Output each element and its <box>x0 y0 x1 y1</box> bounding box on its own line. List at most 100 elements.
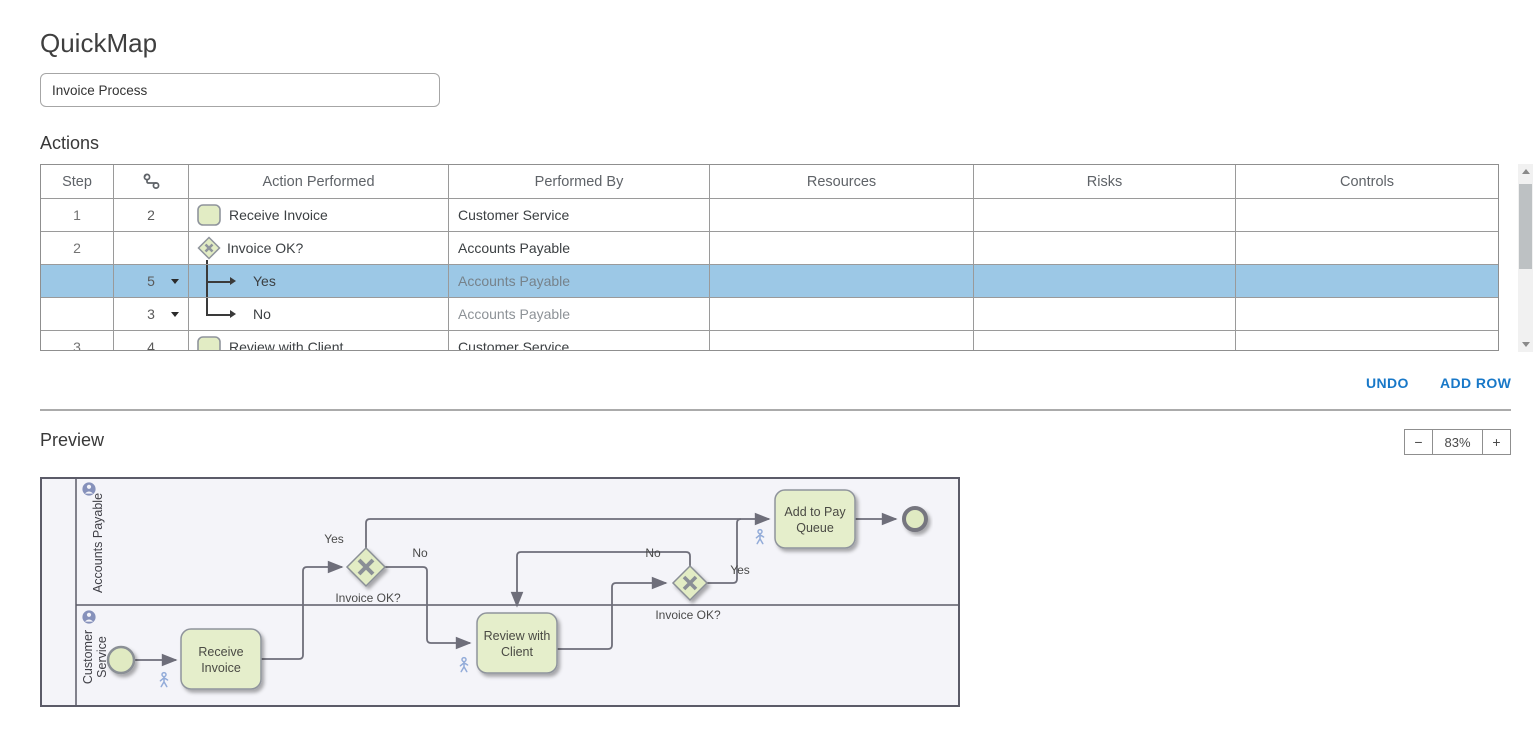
cell-performed-by[interactable]: Customer Service <box>449 331 710 350</box>
cell-performed-by[interactable]: Customer Service <box>449 199 710 232</box>
cell-risks[interactable] <box>974 298 1236 331</box>
task-label: Queue <box>796 521 834 535</box>
cell-resources[interactable] <box>710 199 974 232</box>
scroll-up-icon[interactable] <box>1518 164 1533 179</box>
cell-step <box>41 265 114 298</box>
gateway-invoice-ok-2[interactable] <box>671 564 709 602</box>
table-header-row: Step Action Performed Performed By Resou… <box>41 165 1498 199</box>
cell-action[interactable]: No <box>189 298 449 331</box>
cell-action[interactable]: Receive Invoice <box>189 199 449 232</box>
task-review-with-client[interactable] <box>476 612 558 674</box>
edge-label-yes: Yes <box>730 563 750 577</box>
cell-controls[interactable] <box>1236 298 1498 331</box>
lane-label-customer-service: Service <box>95 636 109 678</box>
branch-connector-line <box>206 260 208 264</box>
col-header-controls[interactable]: Controls <box>1236 165 1498 199</box>
cell-branch: 3 <box>114 298 189 331</box>
action-label: Invoice OK? <box>227 240 304 256</box>
flow-review-to-gateway2[interactable] <box>557 576 668 650</box>
cell-controls[interactable] <box>1236 331 1498 350</box>
dropdown-caret-icon[interactable] <box>171 312 179 317</box>
actions-table: Step Action Performed Performed By Resou… <box>40 164 1499 351</box>
scroll-down-icon[interactable] <box>1518 337 1533 352</box>
task-add-to-pay-queue[interactable] <box>774 489 856 549</box>
flow-receive-to-gateway1[interactable] <box>261 560 344 660</box>
undo-button[interactable]: UNDO <box>1366 375 1409 391</box>
lane-label-customer-service: Customer <box>81 630 95 684</box>
cell-risks[interactable] <box>974 331 1236 350</box>
cell-resources[interactable] <box>710 331 974 350</box>
flow-gateway1-no-to-review[interactable] <box>385 566 472 650</box>
end-event[interactable] <box>902 506 928 532</box>
branch-connector-line <box>206 298 208 316</box>
gateway-label: Invoice OK? <box>335 591 401 605</box>
col-header-resources[interactable]: Resources <box>710 165 974 199</box>
add-row-button[interactable]: ADD ROW <box>1440 375 1512 391</box>
cell-risks[interactable] <box>974 265 1236 298</box>
bpmn-preview-diagram: Accounts Payable Customer Service Receiv… <box>40 477 960 707</box>
cell-resources[interactable] <box>710 298 974 331</box>
zoom-control: − 83% + <box>1404 429 1511 455</box>
cell-controls[interactable] <box>1236 265 1498 298</box>
flow-gateway2-yes-join[interactable] <box>707 518 742 584</box>
scrollbar-thumb[interactable] <box>1519 184 1532 269</box>
cell-action[interactable]: Invoice OK? <box>189 232 449 265</box>
branch-connector-arm <box>206 281 230 283</box>
table-row[interactable]: 3 No Accounts Payable <box>41 298 1498 331</box>
cell-action[interactable]: Yes <box>189 265 449 298</box>
edge-label-no: No <box>645 546 661 560</box>
lane-role-icon <box>82 610 96 624</box>
col-header-risks[interactable]: Risks <box>974 165 1236 199</box>
cell-risks[interactable] <box>974 232 1236 265</box>
preview-heading: Preview <box>40 430 105 450</box>
start-event[interactable] <box>106 645 136 675</box>
zoom-out-button[interactable]: − <box>1405 430 1432 454</box>
task-receive-invoice[interactable] <box>180 628 262 690</box>
branch-number: 5 <box>147 273 155 289</box>
col-header-step[interactable]: Step <box>41 165 114 199</box>
process-name-input[interactable] <box>40 73 440 107</box>
table-row[interactable]: 1 2 Receive Invoice Customer Service <box>41 199 1498 232</box>
cell-controls[interactable] <box>1236 199 1498 232</box>
cell-step: 1 <box>41 199 114 232</box>
flow-gateway1-yes-to-addtopay[interactable] <box>365 512 771 548</box>
cell-resources[interactable] <box>710 265 974 298</box>
zoom-level: 83% <box>1432 430 1483 454</box>
cell-branch: 2 <box>114 199 189 232</box>
table-row[interactable]: 2 Invoice OK? Accounts Payable <box>41 232 1498 265</box>
task-label: Invoice <box>201 661 241 675</box>
table-row-selected[interactable]: 5 Yes Accounts Payable <box>41 265 1498 298</box>
section-divider <box>40 409 1511 411</box>
cell-performed-by[interactable]: Accounts Payable <box>449 298 710 331</box>
task-label: Receive <box>198 645 243 659</box>
dropdown-caret-icon[interactable] <box>171 279 179 284</box>
branch-hierarchy-icon <box>143 173 159 189</box>
cell-branch: 5 <box>114 265 189 298</box>
task-label: Client <box>501 645 533 659</box>
action-label: Yes <box>253 273 276 289</box>
gateway-label: Invoice OK? <box>655 608 721 622</box>
flow-gateway2-no-to-review[interactable] <box>510 551 691 608</box>
cell-risks[interactable] <box>974 199 1236 232</box>
cell-branch <box>114 232 189 265</box>
action-label: Receive Invoice <box>229 207 328 223</box>
cell-controls[interactable] <box>1236 232 1498 265</box>
action-label: Review with Client <box>229 339 344 351</box>
lane-label-accounts-payable: Accounts Payable <box>91 493 105 593</box>
table-row[interactable]: 3 4 Review with Client Customer Service <box>41 331 1498 351</box>
col-header-branch[interactable] <box>114 165 189 199</box>
zoom-in-button[interactable]: + <box>1483 430 1510 454</box>
cell-performed-by[interactable]: Accounts Payable <box>449 232 710 265</box>
actions-heading: Actions <box>40 133 100 153</box>
col-header-performed-by[interactable]: Performed By <box>449 165 710 199</box>
gateway-invoice-ok-1[interactable] <box>345 546 387 588</box>
task-icon <box>197 336 221 350</box>
cell-action[interactable]: Review with Client <box>189 331 449 351</box>
cell-resources[interactable] <box>710 232 974 265</box>
branch-number: 3 <box>147 306 155 322</box>
cell-performed-by[interactable]: Accounts Payable <box>449 265 710 298</box>
col-header-action[interactable]: Action Performed <box>189 165 449 199</box>
sequence-flows <box>134 512 898 667</box>
table-scrollbar[interactable] <box>1518 164 1533 352</box>
gateway-icon <box>197 236 221 260</box>
